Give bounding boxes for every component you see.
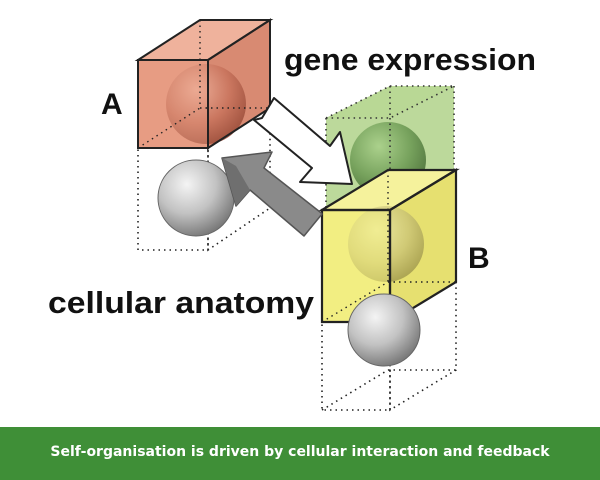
sphere-a-lower — [157, 159, 235, 237]
sphere-a — [166, 64, 246, 144]
arrow-to-cellular-anatomy — [221, 151, 323, 237]
label-b: B — [468, 242, 490, 275]
sphere-b-lower — [347, 293, 421, 367]
label-cellular-anatomy: cellular anatomy — [48, 285, 315, 320]
label-gene-expression: gene expression — [284, 42, 536, 77]
cube-a — [134, 18, 274, 150]
arrow-to-gene-expression — [253, 97, 353, 185]
caption-bar: Self-organisation is driven by cellular … — [0, 427, 600, 480]
cube-b — [318, 168, 460, 324]
sphere-b — [348, 206, 424, 282]
label-a: A — [101, 88, 123, 121]
caption-text: Self-organisation is driven by cellular … — [50, 443, 550, 460]
